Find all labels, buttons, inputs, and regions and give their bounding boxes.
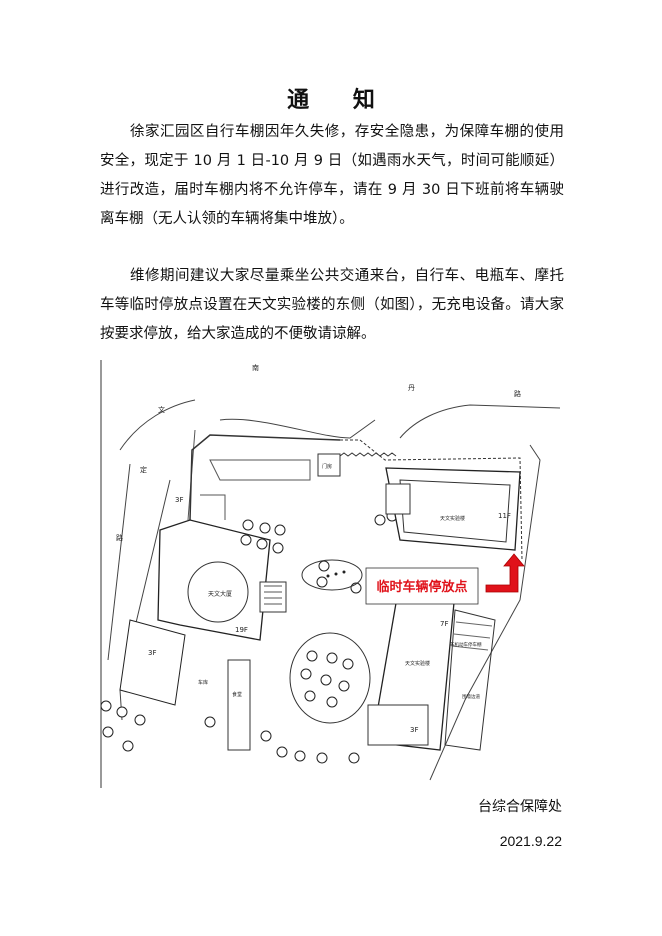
side-label-2: 围墙边道 (462, 693, 480, 700)
building-west-floors: 3F (175, 496, 183, 504)
road-north-2: 丹 (408, 384, 415, 392)
notice-title: 通 知 (287, 88, 393, 113)
building-left-floors: 3F (148, 649, 156, 657)
building-lab-floors: 11F (498, 512, 511, 520)
notice-paragraph-2: 维修期间建议大家尽量乘坐公共交通来台，自行车、电瓶车、摩托车等临时停放点设置在天… (100, 268, 564, 342)
building-south-floors-bottom: 3F (410, 726, 418, 734)
site-map: 门房 天文大厦 19F 3F 3F 车库 食堂 (100, 360, 562, 788)
road-west-3: 路 (116, 533, 123, 542)
small-label-1: 车库 (198, 679, 208, 686)
small-label-2: 食堂 (232, 691, 242, 698)
notice-date: 2021.9.22 (499, 833, 562, 849)
road-north-3: 路 (514, 389, 521, 398)
road-west-1: 文 (158, 405, 165, 414)
notice-paragraph-1: 徐家汇园区自行车棚因年久失修，存安全隐患，为保障车棚的使用安全，现定于 10 月… (100, 124, 564, 227)
notice-signature: 台综合保障处 (478, 799, 562, 815)
gate-label: 门房 (322, 463, 332, 470)
building-main-label: 天文大厦 (208, 590, 232, 598)
road-north-1: 南 (252, 363, 259, 372)
building-lab-label: 天文实验楼 (440, 515, 465, 522)
parking-label: 临时车辆停放点 (376, 579, 467, 595)
road-west-2: 定 (140, 465, 147, 474)
building-south-floors-top: 7F (440, 620, 448, 628)
parking-arrow-icon (485, 553, 525, 593)
building-south-label: 天文实验楼 (405, 660, 430, 667)
building-main-floors: 19F (235, 626, 248, 634)
side-label-1: 非机动车停车棚 (450, 641, 482, 648)
